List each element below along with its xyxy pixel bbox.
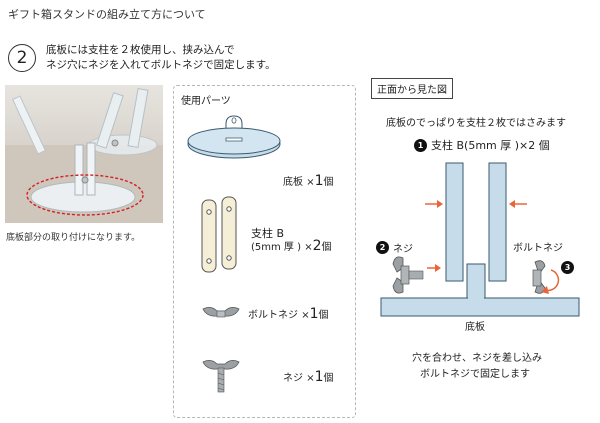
assembly-photo-illustration — [5, 87, 163, 223]
part-pillar-qty: 支柱 B (5mm 厚 ) ×2個 — [251, 227, 332, 254]
part-screw-qty: ネジ ×1個 — [283, 369, 334, 385]
part-screw-name: ネジ — [283, 373, 303, 384]
part-bolt-nut-count: 1 — [309, 306, 319, 322]
instruction-line-2: ネジ穴にネジを入れてボルトネジで固定します。 — [46, 59, 276, 71]
part-base-plate-name: 底板 — [283, 177, 303, 188]
part-bolt-nut-qty: ボルトネジ ×1個 — [248, 306, 329, 322]
label-pillar-text: 支柱 B(5mm 厚 )×2 個 — [431, 139, 550, 152]
part-base-plate-qty: 底板 ×1個 — [283, 173, 334, 189]
base-plate-label: 底板 — [465, 322, 485, 333]
part-bolt-nut-name: ボルトネジ — [248, 310, 298, 321]
step-instruction: 底板には支柱を２枚使用し、挟み込んで ネジ穴にネジを入れてボルトネジで固定します… — [46, 43, 276, 73]
wing-screw-icon — [202, 360, 240, 393]
pillar-b-icon — [201, 196, 237, 273]
label-screw: 2 ネジ — [376, 240, 413, 255]
part-base-plate-count: 1 — [314, 173, 324, 189]
assembly-photo — [5, 85, 163, 223]
label-pillar: 1 支柱 B(5mm 厚 )×2 個 — [414, 137, 550, 153]
part-screw-count: 1 — [314, 369, 324, 385]
part-pillar-subname: (5mm 厚 ) — [251, 242, 302, 253]
label-screw-text: ネジ — [393, 244, 413, 255]
front-view-diagram — [380, 162, 580, 317]
instruction-line-1: 底板には支柱を２枚使用し、挟み込んで — [46, 44, 235, 56]
label-bolt-nut: 3 — [561, 255, 574, 274]
part-pillar-count: 2 — [312, 238, 322, 254]
label-bolt-nut-text: ボルトネジ — [513, 243, 563, 254]
label-bolt-nut-number: 3 — [561, 261, 574, 274]
label-screw-number: 2 — [376, 241, 389, 254]
front-view-subtitle: 底板のでっぱりを支柱２枚ではさみます — [386, 118, 566, 129]
note-line-1: 穴を合わせ、ネジを差し込み — [412, 353, 542, 364]
wing-nut-icon — [202, 307, 240, 318]
parts-heading: 使用パーツ — [181, 96, 231, 107]
part-pillar-name: 支柱 B — [251, 227, 285, 240]
front-view-heading: 正面から見た図 — [371, 78, 453, 99]
photo-caption: 底板部分の取り付けになります。 — [6, 233, 141, 243]
base-plate-icon — [187, 115, 281, 159]
label-pillar-number: 1 — [414, 138, 427, 152]
step-number-badge: 2 — [8, 44, 36, 72]
parts-panel — [173, 85, 356, 418]
note-line-2: ボルトネジで固定します — [420, 369, 530, 380]
page-title: ギフト箱スタンドの組み立て方について — [8, 8, 206, 21]
